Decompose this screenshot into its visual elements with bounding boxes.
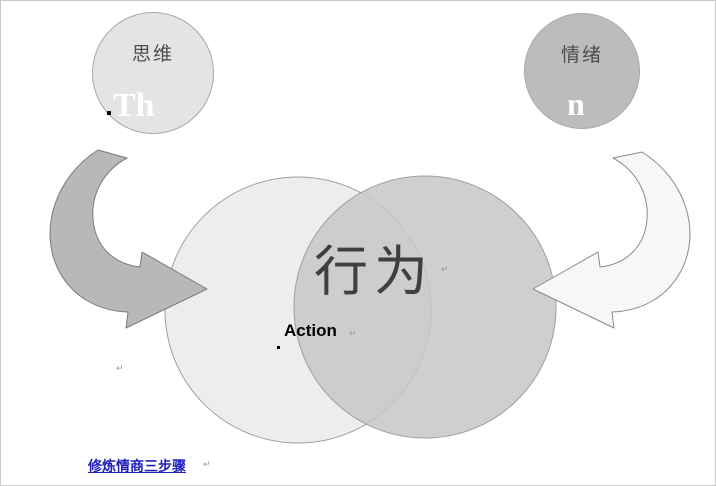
- paragraph-mark: ↵: [116, 363, 124, 373]
- emotion-circle: 情绪 n: [524, 13, 640, 129]
- footer-link[interactable]: 修炼情商三步骤: [88, 458, 186, 474]
- paragraph-mark: ↵: [349, 328, 357, 338]
- bullet-dot: [277, 346, 280, 349]
- paragraph-mark: ↵: [203, 459, 211, 469]
- paragraph-mark: ↵: [441, 264, 449, 274]
- thinking-partial-text: Th: [113, 87, 155, 119]
- thinking-circle: 思维 Th: [92, 12, 214, 134]
- left-curved-arrow: [49, 149, 208, 329]
- behavior-label: 行为: [314, 242, 434, 302]
- emotion-label: 情绪: [560, 45, 603, 66]
- right-curved-arrow: [532, 151, 691, 329]
- emotion-partial-text: n: [567, 86, 585, 118]
- right-venn-circle: [293, 175, 557, 439]
- bullet-dot: [107, 111, 111, 115]
- action-label: Action: [284, 321, 337, 340]
- thinking-label: 思维: [131, 44, 174, 65]
